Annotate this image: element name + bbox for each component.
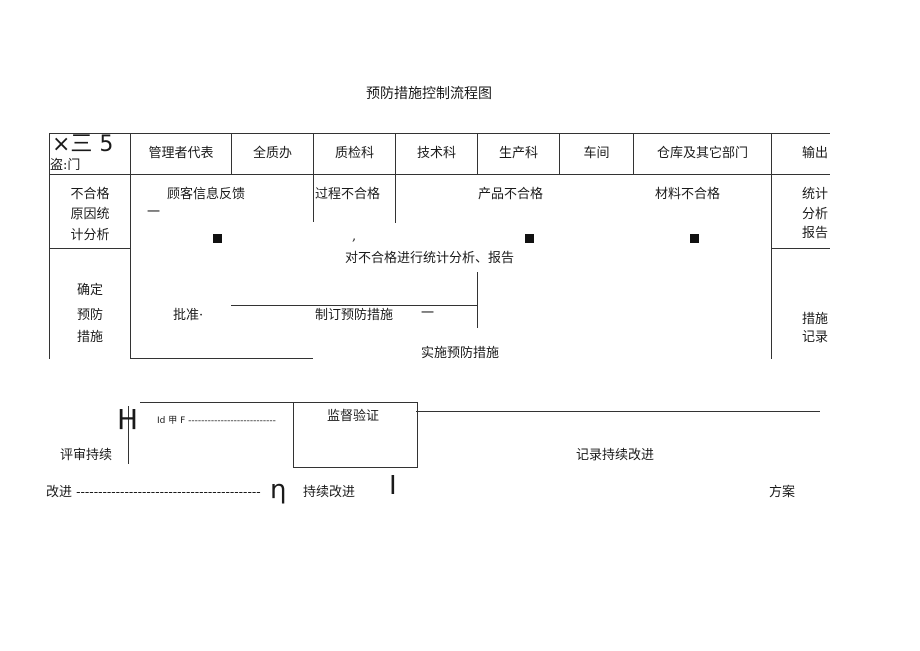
col-divider-6 [559, 133, 560, 174]
eta-glyph: η [270, 475, 287, 505]
big-h-glyph: H [117, 403, 139, 436]
header-col-mgmt-rep: 管理者代表 [148, 146, 214, 161]
nc-analysis-box: 对不合格进行统计分析、报告 [345, 251, 515, 266]
process-nc-connector [313, 174, 314, 222]
formulate-right-line [477, 272, 478, 328]
row2-left-line1: 确定 [76, 283, 103, 298]
col-divider-1 [130, 133, 131, 359]
header-col-production: 生产科 [498, 146, 538, 161]
review-ci-label: 评审持续 [60, 448, 113, 463]
row1-bottom-line-left [50, 248, 130, 249]
row1-left-line1: 不合格 [70, 187, 110, 202]
header-col-workshop: 车间 [583, 146, 610, 161]
customer-feedback-dash: 一 [147, 205, 161, 220]
header-col-warehouse: 仓库及其它部门 [656, 146, 748, 161]
customer-feedback-box: 顾客信息反馈 [167, 187, 246, 202]
continuous-improvement-label: 持续改进 [303, 485, 356, 500]
approve-label: 批准· [173, 308, 204, 323]
row1-left-line2: 原因统 [70, 207, 110, 222]
lower-right-line [416, 411, 820, 412]
row1-left-line3: 计分析 [70, 228, 110, 243]
formulate-top-line [231, 305, 477, 306]
header-col-qc-dept: 质检科 [334, 146, 374, 161]
col-divider-2 [231, 133, 232, 174]
flow-marker-1 [213, 234, 222, 243]
small-id-label: Id 甲 F --------------------------- [157, 416, 276, 426]
header-col-quality-office: 全质办 [252, 146, 292, 161]
lower-top-line [140, 402, 293, 403]
row1-right-line3: 报告 [801, 226, 828, 241]
header-corner-small: 盗:门 [50, 158, 81, 173]
left-border [49, 133, 50, 359]
row2-bottom-line [131, 358, 313, 359]
implement-measures-box: 实施预防措施 [421, 346, 500, 361]
row2-right-line1: 措施 [801, 312, 828, 327]
row1-bottom-line-right [771, 248, 830, 249]
row1-right-line1: 统计 [801, 187, 828, 202]
header-col-output: 输出 [801, 146, 828, 161]
product-nc-box: 产品不合格 [478, 187, 544, 202]
improve-dashed-label: 改进 -------------------------------------… [46, 485, 261, 500]
header-bottom-line [50, 174, 830, 175]
page-title: 预防措施控制流程图 [366, 86, 492, 102]
row2-left-line2: 预防 [76, 308, 103, 323]
material-nc-box: 材料不合格 [655, 187, 721, 202]
header-col-tech-dept: 技术科 [416, 146, 456, 161]
bar-glyph: I [389, 471, 397, 501]
record-ci-label: 记录持续改进 [576, 448, 655, 463]
row1-right-line2: 分析 [801, 207, 828, 222]
header-corner-big: ×三 5 [52, 132, 114, 157]
col-divider-4 [395, 133, 396, 223]
flow-comma: , [352, 229, 357, 244]
row2-right-line2: 记录 [801, 330, 828, 345]
supervise-verify-label: 监督验证 [327, 409, 380, 424]
col-divider-8 [771, 133, 772, 359]
flow-marker-3 [690, 234, 699, 243]
col-divider-3 [313, 133, 314, 174]
col-divider-7 [633, 133, 634, 174]
supervise-verify-box [293, 402, 418, 468]
process-nc-box: 过程不合格 [315, 187, 381, 202]
row2-left-line3: 措施 [76, 330, 103, 345]
lower-left-bar [128, 406, 129, 464]
plan-label: 方案 [769, 485, 796, 500]
table-top-line [50, 133, 830, 134]
flow-marker-2 [525, 234, 534, 243]
col-divider-5 [477, 133, 478, 174]
formulate-measures-box: 制订预防措施 [315, 308, 394, 323]
formulate-dash: 一 [421, 306, 435, 321]
